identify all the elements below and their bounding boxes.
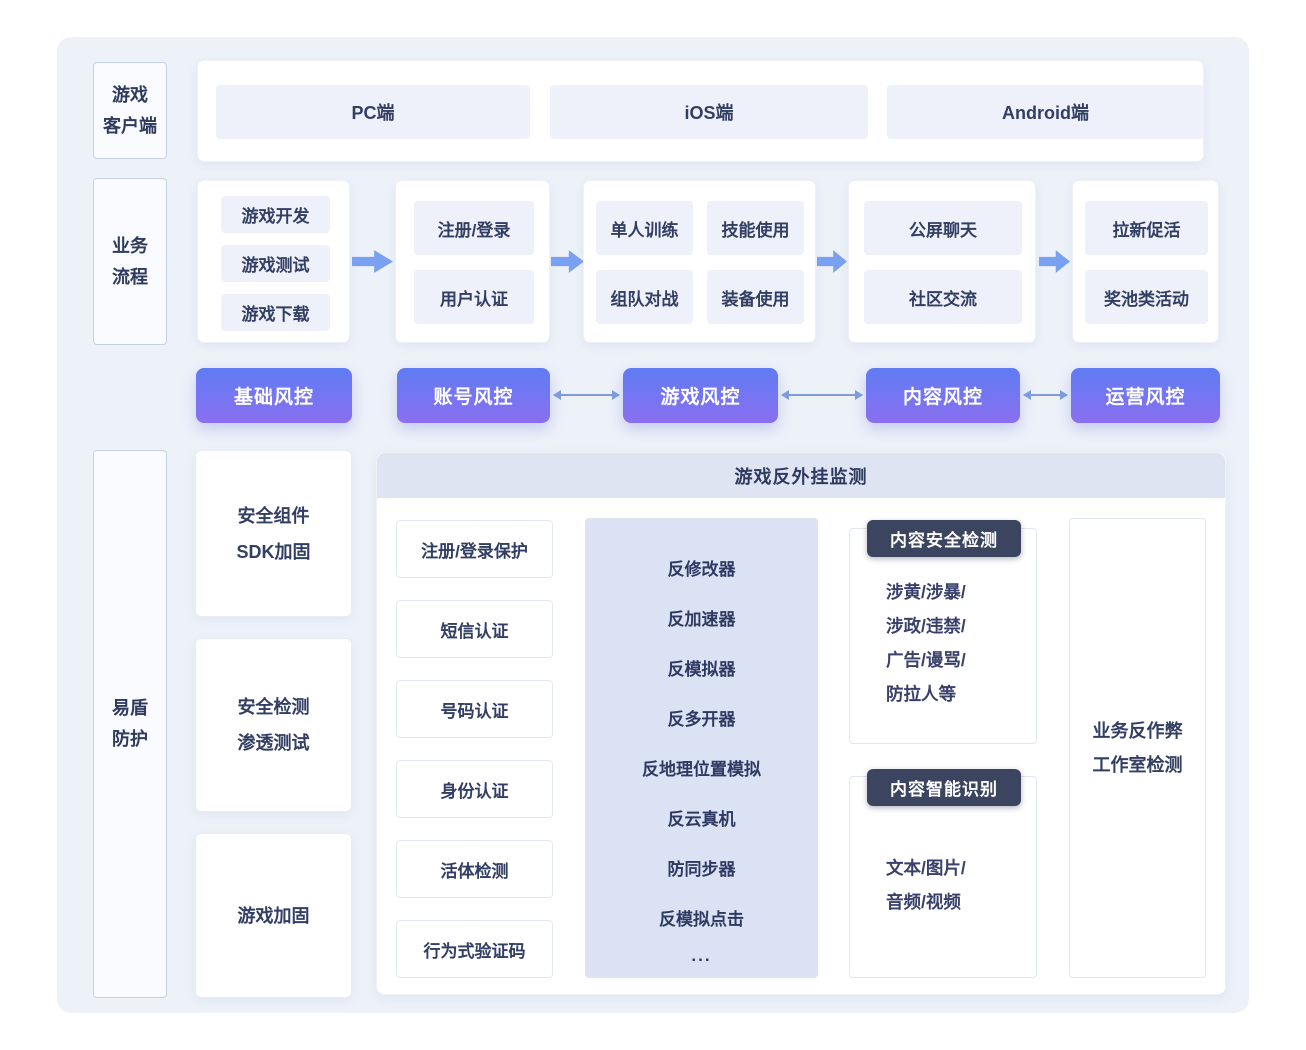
flow-item-solo-training: 单人训练 <box>596 201 693 255</box>
auth-box-behavior-captcha: 行为式验证码 <box>396 920 553 978</box>
flow-group-community: 公屏聊天 社区交流 <box>848 180 1036 343</box>
content-safety-line1: 涉黄/涉暴/ <box>886 582 966 602</box>
flow-item-prize-pool-activity: 奖池类活动 <box>1085 270 1208 324</box>
double-arrow-icon-3 <box>1023 390 1068 400</box>
content-ai-box: 文本/图片/ 音频/视频 <box>849 776 1037 978</box>
right-arrow-icon-1 <box>352 250 393 273</box>
right-arrow-icon-2 <box>551 250 584 273</box>
flow-item-public-chat: 公屏聊天 <box>864 201 1022 255</box>
game-client-label: 游戏 客户端 <box>93 62 167 159</box>
anticheat-item-anti-sim-click: 反模拟点击 <box>659 909 744 929</box>
flow-item-game-download: 游戏下载 <box>221 294 330 331</box>
business-flow-label-line1: 业务 <box>112 235 148 256</box>
anticheat-item-anti-cloud-phone: 反云真机 <box>667 809 736 829</box>
flow-item-equipment-use: 装备使用 <box>707 270 804 324</box>
side-box-testing-line2: 渗透测试 <box>237 733 310 753</box>
anticheat-list-panel: 反修改器 反加速器 反模拟器 反多开器 反地理位置模拟 反云真机 防同步器 反模… <box>585 518 818 978</box>
flow-item-skill-use: 技能使用 <box>707 201 804 255</box>
content-ai-line1: 文本/图片/ <box>886 858 966 878</box>
business-flow-label-line2: 流程 <box>112 266 148 287</box>
content-safety-line3: 广告/谩骂/ <box>886 650 966 670</box>
content-ai-badge: 内容智能识别 <box>867 769 1021 806</box>
risk-button-basic: 基础风控 <box>196 368 352 423</box>
content-ai-line2: 音频/视频 <box>886 892 961 912</box>
platform-android: Android端 <box>887 85 1204 139</box>
flow-item-user-growth: 拉新促活 <box>1085 201 1208 255</box>
auth-box-sms-auth: 短信认证 <box>396 600 553 658</box>
auth-box-register-login-protect: 注册/登录保护 <box>396 520 553 578</box>
anticheat-item-anti-gps-spoof: 反地理位置模拟 <box>642 759 761 779</box>
game-client-label-line1: 游戏 <box>112 84 148 105</box>
anticheat-panel-title: 游戏反外挂监测 <box>377 453 1225 498</box>
double-arrow-icon-1 <box>553 390 620 400</box>
risk-button-operation: 运营风控 <box>1071 368 1220 423</box>
content-safety-box: 涉黄/涉暴/ 涉政/违禁/ 广告/谩骂/ 防拉人等 <box>849 528 1037 744</box>
side-box-hardening-line1: 游戏加固 <box>237 905 310 926</box>
anticheat-item-anti-modifier: 反修改器 <box>667 559 736 579</box>
right-arrow-icon-4 <box>1039 250 1070 273</box>
flow-item-game-test: 游戏测试 <box>221 245 330 282</box>
side-box-game-hardening: 游戏加固 <box>195 833 352 998</box>
side-box-testing-line1: 安全检测 <box>237 697 310 717</box>
flow-group-gameplay: 单人训练 技能使用 组队对战 装备使用 <box>583 180 816 343</box>
side-box-sdk-hardening: 安全组件 SDK加固 <box>195 450 352 617</box>
anticheat-item-anti-emulator: 反模拟器 <box>667 659 736 679</box>
right-arrow-icon-3 <box>817 250 847 273</box>
auth-box-identity-auth: 身份认证 <box>396 760 553 818</box>
yidun-protection-label: 易盾 防护 <box>93 450 167 998</box>
platform-ios: iOS端 <box>550 85 868 139</box>
yidun-protection-label-line2: 防护 <box>112 729 148 749</box>
content-safety-badge: 内容安全检测 <box>867 520 1021 557</box>
flow-item-game-dev: 游戏开发 <box>221 196 330 233</box>
risk-button-account: 账号风控 <box>397 368 550 423</box>
risk-button-game: 游戏风控 <box>623 368 778 423</box>
flow-group-dev: 游戏开发 游戏测试 游戏下载 <box>197 180 350 343</box>
auth-box-liveness-detection: 活体检测 <box>396 840 553 898</box>
diagram-canvas: 游戏 客户端 PC端 iOS端 Android端 业务 流程 游戏开发 游戏测试… <box>57 37 1249 1013</box>
double-arrow-icon-2 <box>781 390 863 400</box>
flow-group-account: 注册/登录 用户认证 <box>395 180 550 343</box>
content-safety-line2: 涉政/违禁/ <box>886 616 966 636</box>
anticheat-panel: 游戏反外挂监测 注册/登录保护 短信认证 号码认证 身份认证 活体检测 行为式验… <box>376 452 1226 995</box>
flow-item-community-exchange: 社区交流 <box>864 270 1022 324</box>
client-platforms-card: PC端 iOS端 Android端 <box>197 60 1204 162</box>
side-box-security-testing: 安全检测 渗透测试 <box>195 638 352 812</box>
anticheat-item-anti-sync: 防同步器 <box>667 859 736 879</box>
flow-item-register-login: 注册/登录 <box>414 201 534 255</box>
studio-detection-box: 业务反作弊 工作室检测 <box>1069 518 1206 978</box>
yidun-protection-label-line1: 易盾 <box>112 698 148 719</box>
flow-group-operation: 拉新促活 奖池类活动 <box>1072 180 1219 343</box>
risk-button-content: 内容风控 <box>866 368 1020 423</box>
side-box-sdk-line2: SDK加固 <box>236 541 311 562</box>
anticheat-item-ellipsis: ... <box>691 946 712 965</box>
anticheat-item-anti-multiopen: 反多开器 <box>667 709 736 729</box>
platform-pc: PC端 <box>216 85 530 139</box>
flow-item-team-battle: 组队对战 <box>596 270 693 324</box>
business-flow-label: 业务 流程 <box>93 178 167 345</box>
content-safety-line4: 防拉人等 <box>886 684 956 704</box>
studio-detection-line1: 业务反作弊 <box>1092 721 1183 741</box>
studio-detection-line2: 工作室检测 <box>1092 755 1183 775</box>
anticheat-item-anti-speedhack: 反加速器 <box>667 609 736 629</box>
game-client-label-line2: 客户端 <box>103 115 157 136</box>
side-box-sdk-line1: 安全组件 <box>237 505 310 526</box>
auth-box-number-auth: 号码认证 <box>396 680 553 738</box>
flow-item-user-auth: 用户认证 <box>414 270 534 324</box>
